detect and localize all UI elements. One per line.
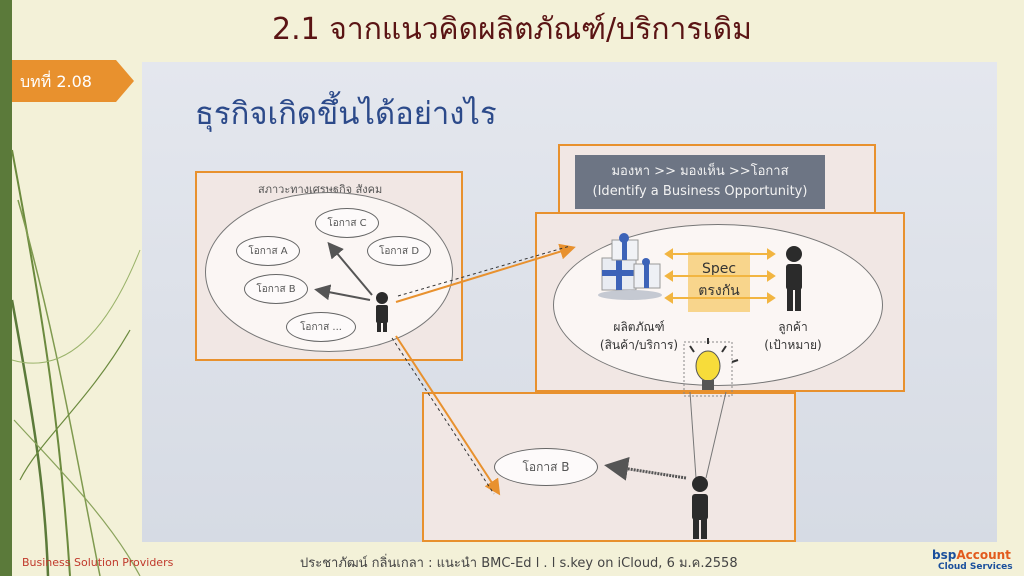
opportunity-d-bubble: โอกาส D — [367, 236, 431, 266]
left-accent-bar — [0, 0, 12, 576]
opportunity-c-bubble: โอกาส C — [315, 208, 379, 238]
customer-caption: ลูกค้า (เป้าหมาย) — [764, 320, 822, 352]
chapter-badge: บทที่ 2.08 — [12, 60, 134, 102]
slide-title: 2.1 จากแนวคิดผลิตภัณฑ์/บริการเดิม — [272, 12, 752, 47]
spec-match-box: Spec ตรงกัน — [688, 252, 750, 312]
opportunity-a-bubble: โอกาส A — [236, 236, 300, 266]
opportunity-b-bubble: โอกาส B — [244, 274, 308, 304]
opportunity-b-target-bubble: โอกาส B — [494, 448, 598, 486]
panel-heading: ธุรกิจเกิดขึ้นได้อย่างไร — [195, 96, 497, 132]
banner-line-2: (Identify a Business Opportunity) — [592, 184, 808, 199]
spec-line-1: Spec — [701, 261, 737, 277]
opportunity-more-bubble: โอกาส ... — [286, 312, 356, 342]
product-caption: ผลิตภัณฑ์ (สินค้า/บริการ) — [599, 320, 679, 352]
banner-line-1: มองหา >> มองเห็น >>โอกาส — [611, 164, 789, 179]
footer-credit: ประชาภัฒน์ กลิ่นเกลา : แนะนำ BMC-Ed l . … — [300, 556, 738, 571]
footer-company: Business Solution Providers — [22, 556, 174, 569]
chapter-badge-label: บทที่ 2.08 — [20, 72, 92, 91]
spec-line-2: ตรงกัน — [698, 283, 740, 299]
opportunity-b-box — [422, 392, 796, 542]
bsp-account-logo: bspAccount Cloud Services — [932, 548, 1013, 572]
identify-opportunity-banner: มองหา >> มองเห็น >>โอกาส (Identify a Bus… — [575, 155, 825, 209]
decorative-grass-lines — [10, 149, 141, 576]
